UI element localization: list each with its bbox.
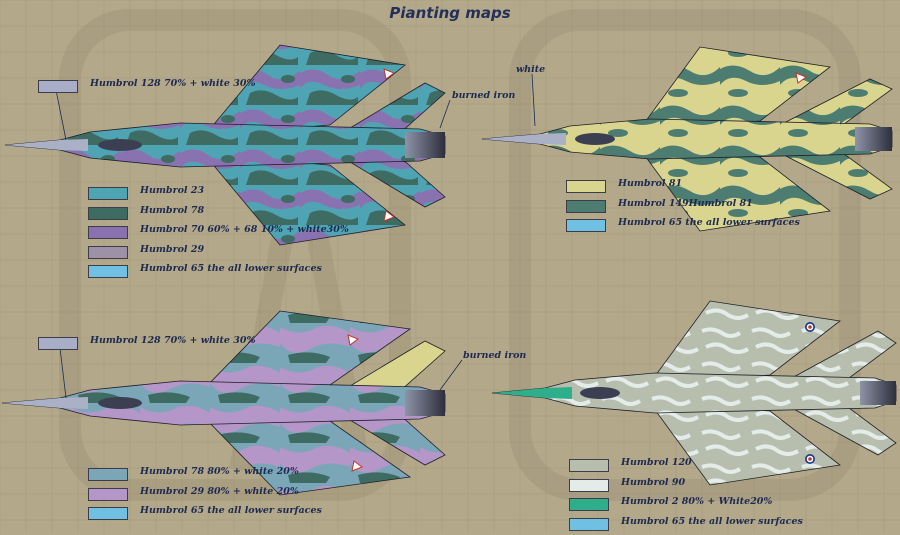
color-swatch: [88, 265, 128, 278]
color-swatch: [88, 245, 128, 259]
color-swatch: [569, 498, 609, 511]
legend-label: Humbrol 128 70% + white 30%: [90, 335, 256, 346]
color-swatch: [569, 517, 609, 531]
aircraft-3-note: burned iron: [463, 350, 527, 361]
legend-label: Humbrol 149Humbrol 81: [618, 197, 753, 209]
aircraft-2-drawing: [481, 46, 893, 232]
color-swatch: [566, 219, 606, 232]
legend-label: Humbrol 29: [140, 243, 205, 255]
color-swatch: [88, 468, 128, 481]
aircraft-1-drawing: [4, 44, 446, 246]
legend-label: Humbrol 120: [621, 457, 692, 468]
legend-label: Humbrol 29 80% + white 20%: [140, 485, 299, 497]
legend-label: Humbrol 65 the all lower surfaces: [140, 505, 322, 516]
legend-label: Humbrol 78: [140, 204, 205, 216]
color-swatch: [566, 199, 606, 213]
page-title: Pianting maps: [389, 4, 511, 22]
legend-label: Humbrol 65 the all lower surfaces: [621, 515, 803, 527]
aircraft-4-drawing: [491, 300, 897, 486]
color-swatch: [88, 507, 128, 520]
color-swatch: [88, 487, 128, 501]
legend-label: Humbrol 65 the all lower surfaces: [140, 263, 322, 274]
color-swatch: [38, 80, 78, 93]
aircraft-3-drawing: [1, 310, 446, 496]
legend-label: Humbrol 2 80% + White20%: [621, 496, 773, 507]
color-swatch: [38, 337, 78, 350]
legend-label: Humbrol 81: [618, 178, 683, 189]
color-swatch: [88, 206, 128, 220]
color-swatch: [569, 478, 609, 492]
legend-label: Humbrol 78 80% + white 20%: [140, 466, 299, 477]
legend-label: Humbrol 128 70% + white 30%: [90, 78, 256, 89]
legend-label: Humbrol 70 60% + 68 10% + white30%: [140, 224, 349, 235]
color-swatch: [569, 459, 609, 472]
legend-label: Humbrol 90: [621, 476, 686, 488]
color-swatch: [566, 180, 606, 193]
aircraft-1-note: burned iron: [452, 90, 516, 101]
legend-label: Humbrol 65 the all lower surfaces: [618, 217, 800, 228]
legend-label: Humbrol 23: [140, 185, 205, 196]
color-swatch: [88, 226, 128, 239]
aircraft-2-note: white: [516, 64, 546, 75]
color-swatch: [88, 187, 128, 200]
